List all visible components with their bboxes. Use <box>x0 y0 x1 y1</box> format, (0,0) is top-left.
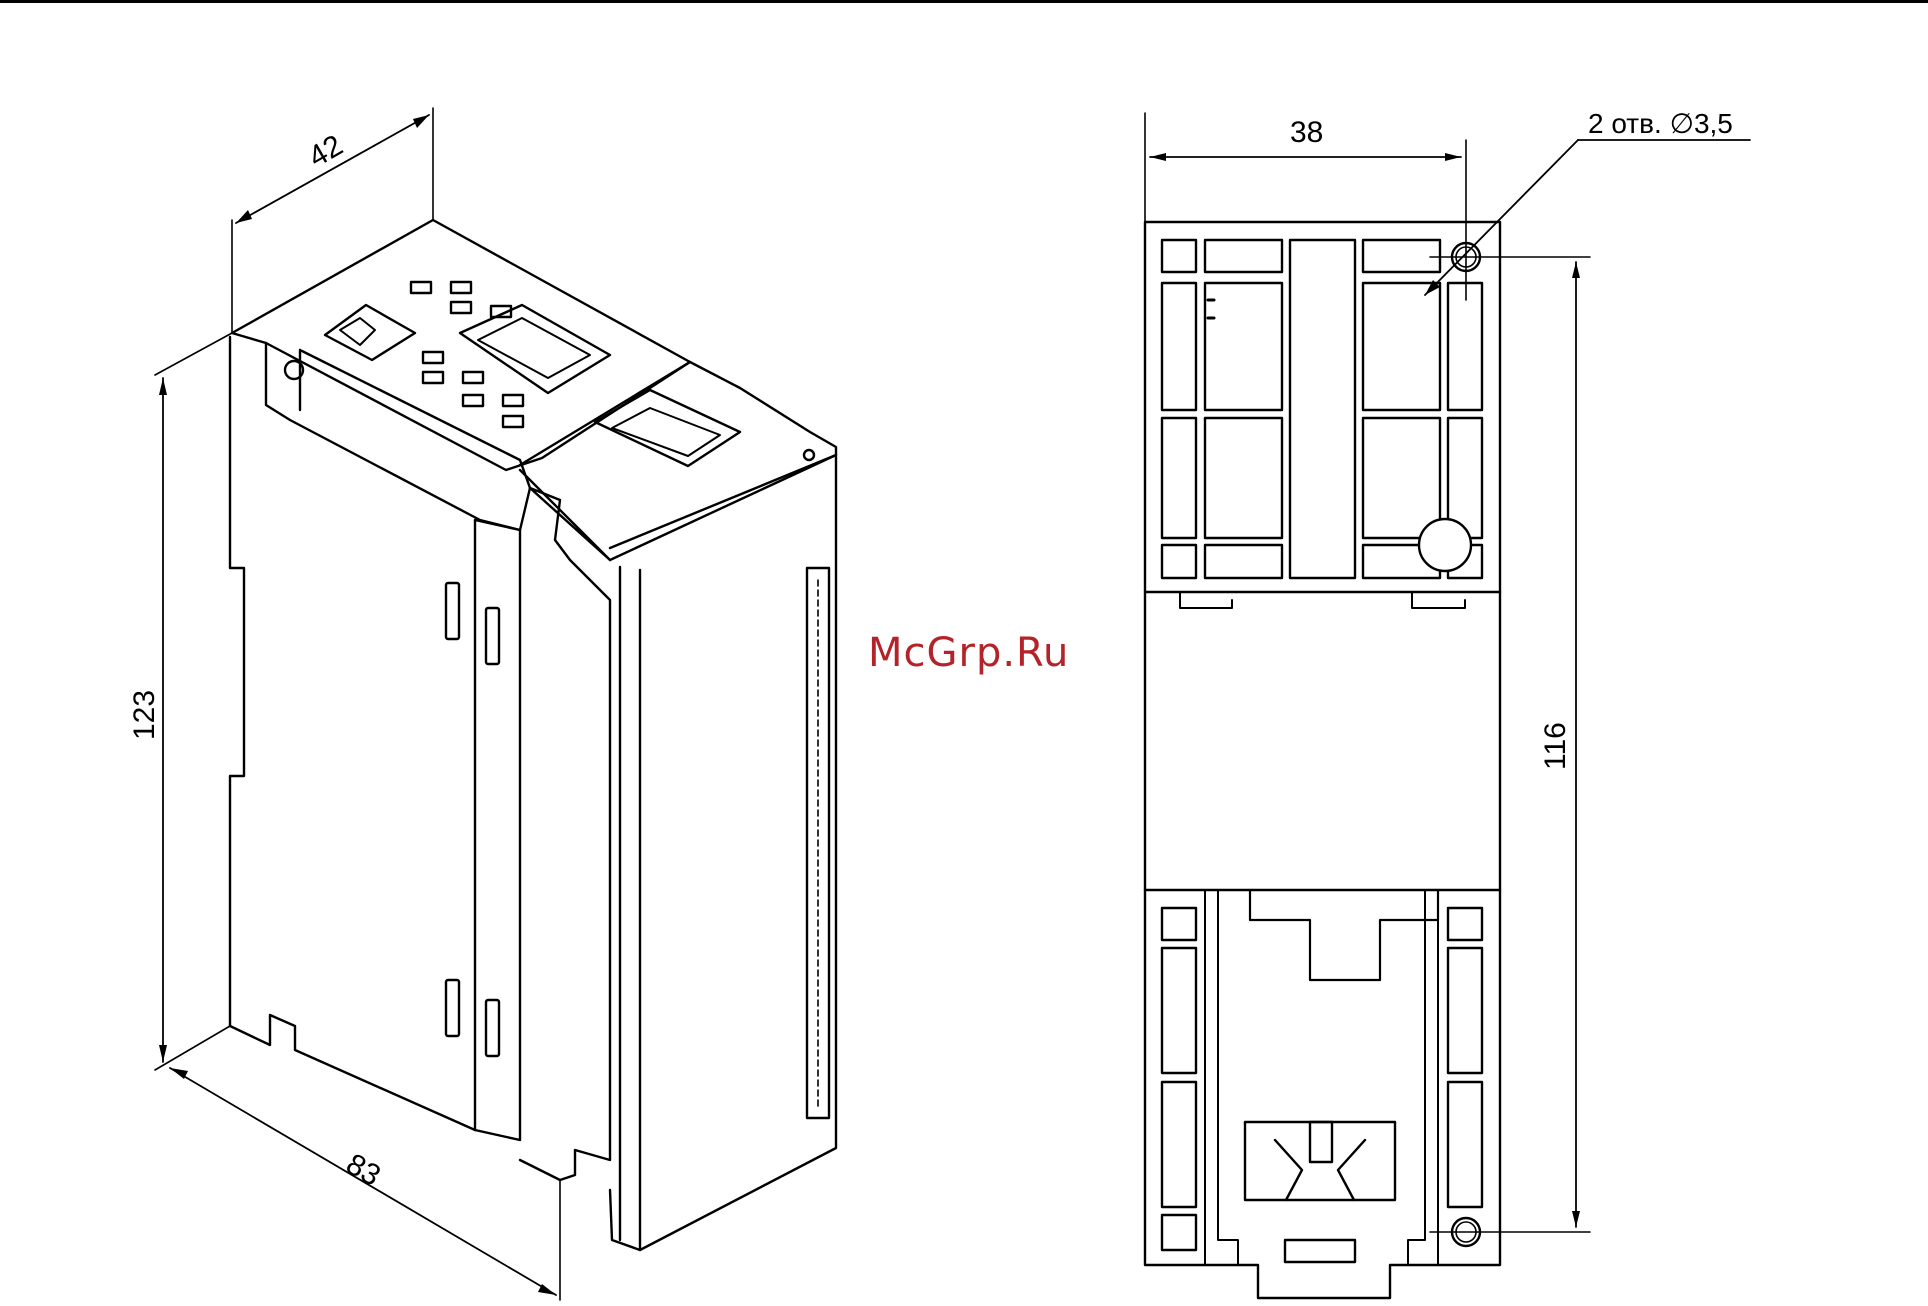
mount-cell <box>1363 283 1440 410</box>
iso-rail-groove <box>266 343 530 530</box>
iso-led <box>451 282 471 293</box>
dim-label-hole-v: 116 <box>1539 722 1572 770</box>
iso-led <box>423 372 443 383</box>
dim-label-hole-h: 38 <box>1290 116 1323 149</box>
mount-cell <box>1205 545 1282 578</box>
mount-cell <box>1162 1215 1196 1250</box>
iso-slot <box>446 980 459 1036</box>
dim-label-depth: 83 <box>341 1147 386 1192</box>
iso-led <box>463 372 483 383</box>
dim-label-width: 42 <box>303 129 348 174</box>
iso-right-face <box>610 455 836 1250</box>
mount-cell <box>1162 418 1196 538</box>
mount-cell <box>1162 283 1196 410</box>
mount-cell <box>1162 1082 1196 1207</box>
iso-top-face <box>232 220 690 470</box>
mount-cell <box>1448 948 1482 1073</box>
iso-led <box>503 395 523 406</box>
iso-left-face <box>230 337 475 1130</box>
mount-cell <box>1448 908 1482 940</box>
mount-cell <box>1205 240 1282 272</box>
mount-cell <box>1205 418 1282 538</box>
mount-cell <box>1448 1082 1482 1207</box>
mount-cell <box>1162 240 1196 272</box>
hole-leader <box>1425 140 1578 295</box>
mount-cell <box>1162 908 1196 940</box>
mount-cell <box>1363 240 1440 272</box>
iso-led <box>411 282 431 293</box>
iso-led <box>423 352 443 363</box>
mount-cell <box>1363 418 1440 538</box>
iso-usb-connector <box>325 305 415 360</box>
iso-slot <box>486 1000 499 1056</box>
iso-slot <box>486 608 499 664</box>
hole-note: 2 отв. ∅3,5 <box>1588 108 1733 139</box>
isometric-view <box>155 108 836 1300</box>
mount-cell <box>1162 948 1196 1073</box>
mount-round-cutout <box>1419 519 1471 571</box>
iso-middle-face <box>475 520 520 1140</box>
dim-label-height: 123 <box>128 690 161 740</box>
mount-cell <box>1162 545 1196 578</box>
iso-led <box>463 395 483 406</box>
mount-cell <box>1448 283 1482 410</box>
mount-cell <box>1290 240 1355 578</box>
mounting-view <box>1145 113 1750 1298</box>
iso-slot <box>446 583 459 639</box>
mount-cell <box>1205 283 1282 410</box>
watermark: McGrp.Ru <box>868 630 1069 676</box>
iso-led <box>451 302 471 313</box>
iso-led <box>503 416 523 427</box>
iso-rj45-port <box>595 390 740 466</box>
